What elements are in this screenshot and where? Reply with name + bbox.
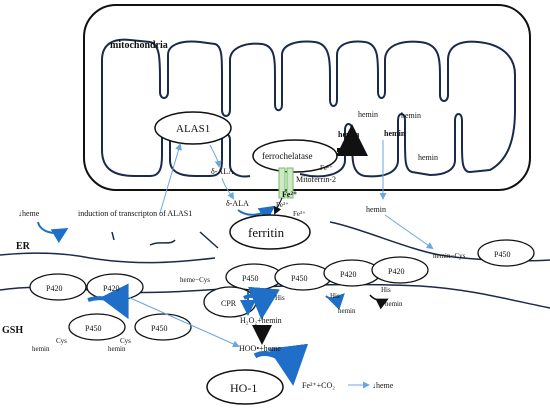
fe3-outer-label: Fe³⁺ — [293, 210, 306, 218]
fe2-inner-label: Fe²⁺ — [320, 164, 333, 172]
hoo-heme-label: HOO•+heme — [239, 344, 281, 353]
hemin-export-arrow — [336, 124, 368, 156]
mitochondrion-inner-membrane — [101, 38, 516, 178]
hemin-cys-label: hemin−Cys — [433, 252, 466, 260]
his-label-1: His — [275, 294, 285, 302]
hemin-label-2: hemin — [401, 111, 421, 120]
hoo-to-ho1-arrow — [253, 343, 309, 386]
p450-ellipse-b — [134, 313, 192, 341]
er-membrane-upper — [0, 252, 216, 264]
p450-label-c: P450 — [242, 274, 258, 283]
hemin-bold-label-1: hemin — [338, 130, 360, 139]
fe-co2-label: Fe²⁺+CO₂ — [302, 381, 335, 390]
gsh-reduction-arrow — [87, 283, 129, 320]
hemin-bold-label-2: hemin — [384, 129, 406, 138]
alas1-enzyme — [154, 111, 232, 145]
mitoferrin-label: Mitoferrin-2 — [296, 175, 336, 184]
p420-label-a: P420 — [46, 284, 62, 293]
ho1-enzyme — [206, 369, 284, 405]
p420-label-b: P420 — [103, 284, 119, 293]
cys-label-1: Cys — [56, 337, 67, 345]
hemin-gsh-label-1: hemin — [32, 345, 50, 353]
ferritin-protein — [229, 214, 311, 250]
p420-label-d: P420 — [388, 267, 404, 276]
er-label: ER — [16, 241, 31, 252]
cpr-label: CPR — [221, 299, 237, 308]
p420-to-hoo-line — [127, 296, 240, 348]
mitochondrion-inner-membrane-left — [101, 60, 251, 178]
p450-ellipse-e — [477, 239, 535, 267]
p420-label-c: P420 — [340, 270, 356, 279]
p450-label-d: P450 — [291, 274, 307, 283]
his-label-3: His — [381, 286, 391, 294]
fe2-gate-label: Fe²⁺ — [282, 190, 297, 199]
cys-label-2: Cys — [120, 337, 131, 345]
p420-ellipse-a — [29, 273, 87, 301]
hemin-label-1: hemin — [358, 110, 378, 119]
mitochondrion-outer-membrane — [83, 4, 531, 191]
h2o2-hemin-label: H₂O₂+hemin — [240, 316, 282, 325]
p450-label-b: P450 — [151, 324, 167, 333]
ho1-label: HO-1 — [230, 381, 257, 395]
dala-transport-arrow — [221, 177, 235, 200]
induction-arrow — [159, 143, 182, 214]
his-arrow-2 — [369, 294, 389, 310]
fe-to-ferritin-arrow — [273, 197, 283, 215]
ferrochelatase-label: ferrochelatase — [262, 151, 312, 161]
hemin-gsh-label-2: hemin — [108, 345, 126, 353]
heme-cys-label: heme−Cys — [180, 276, 210, 284]
dala-label-inner: δ-ALA — [211, 167, 234, 176]
dala-to-ferro-arrow — [237, 205, 276, 222]
gsh-label: GSH — [2, 325, 23, 336]
hemin-to-cys-arrow — [384, 214, 434, 250]
hemin-outer-label: hemin — [366, 205, 386, 214]
hemin-label-3: hemin — [418, 153, 438, 162]
dala-label-outer: δ-ALA — [226, 199, 249, 208]
his-label-2: His — [330, 292, 340, 300]
induction-label: induction of transcripton of ALAS1 — [78, 209, 192, 218]
down-heme-label: ↓heme — [18, 209, 40, 218]
down-heme-label-2: ↓heme — [372, 381, 394, 390]
alas1-to-dala-arrow — [209, 144, 222, 168]
his-arrow-1 — [325, 293, 345, 311]
er-membrane-short — [111, 231, 219, 249]
p450-label-a: P450 — [85, 324, 101, 333]
ferritin-label: ferritin — [248, 225, 285, 240]
p420-ellipse-d — [371, 256, 429, 284]
ferrochelatase-enzyme — [252, 139, 338, 173]
alas1-label: ALAS1 — [176, 123, 210, 135]
cpr-curved-arrow — [243, 286, 280, 320]
mitochondria-label: mitochondria — [110, 40, 168, 51]
fe3-inner-label: Fe³⁺ — [276, 201, 289, 209]
hemin-his-label-3: hemin — [385, 300, 403, 308]
p450-label-e: P450 — [494, 250, 510, 259]
p450-ellipse-a — [68, 313, 126, 341]
down-heme-loop-arrow — [37, 221, 69, 244]
hemin-his-label-2: hemin — [338, 307, 356, 315]
